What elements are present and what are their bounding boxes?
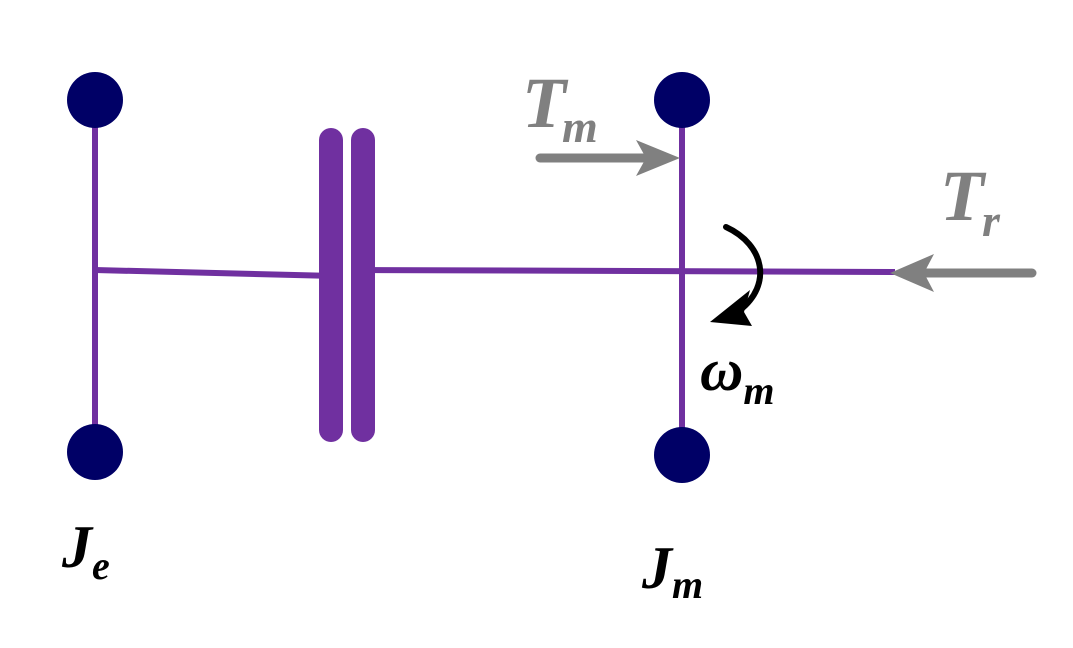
- motor-mass-bottom: [654, 427, 710, 483]
- label-je: Je: [61, 514, 110, 588]
- engine-mass-bottom: [67, 424, 123, 480]
- motor-torque-arrowhead: [636, 140, 680, 176]
- label-je-main: J: [61, 514, 94, 580]
- engine-shaft: [94, 267, 336, 279]
- clutch-plate-right: [351, 128, 375, 442]
- load-shaft: [359, 267, 896, 275]
- rotation-arrowhead: [710, 290, 752, 326]
- label-wm-main: ω: [700, 337, 743, 403]
- label-tm-sub: m: [562, 101, 598, 152]
- label-wm: ωm: [700, 337, 775, 413]
- label-jm-sub: m: [672, 562, 703, 607]
- clutch-plate-left: [319, 128, 343, 442]
- engine-mass-top: [67, 72, 123, 128]
- motor-mass-top: [654, 72, 710, 128]
- rotation-arrow-curve: [723, 224, 764, 313]
- label-tm: Tm: [522, 63, 598, 152]
- label-tr-sub: r: [982, 195, 1001, 246]
- label-jm: Jm: [641, 535, 703, 607]
- resistance-torque-arrowhead: [890, 254, 934, 292]
- label-tm-main: T: [522, 63, 569, 143]
- label-je-sub: e: [92, 543, 110, 588]
- label-wm-sub: m: [743, 368, 774, 413]
- label-tr-main: T: [940, 156, 987, 236]
- label-tr: Tr: [940, 156, 1001, 246]
- label-jm-main: J: [641, 535, 674, 601]
